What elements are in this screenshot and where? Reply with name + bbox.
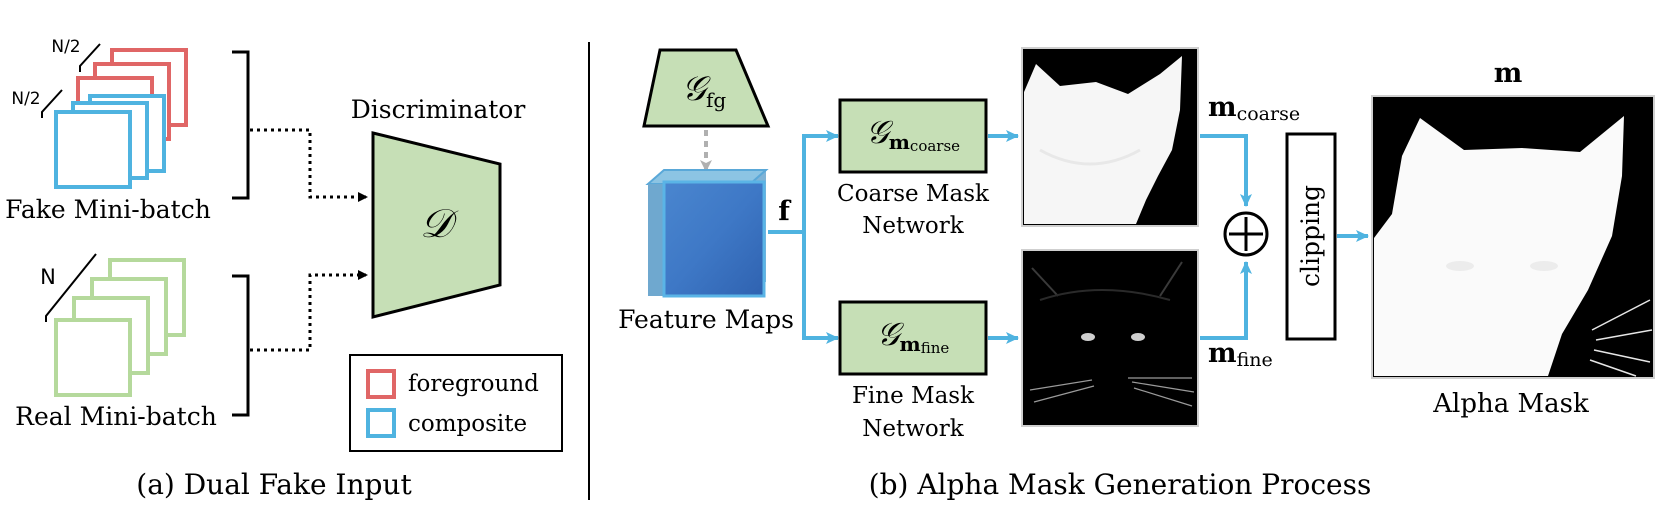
fake-count-bottom: N/2	[11, 89, 40, 109]
feature-maps-label: Feature Maps	[618, 305, 794, 334]
real-minibatch-label: Real Mini-batch	[15, 402, 217, 431]
legend-composite-label: composite	[408, 411, 527, 437]
coarse-net-label-line2: Network	[862, 213, 965, 239]
fake-composite-stack	[54, 94, 166, 189]
m-output-label: m	[1494, 58, 1523, 89]
alpha-mask-image	[1371, 95, 1655, 379]
fake-to-discriminator-arrow	[250, 128, 368, 202]
fake-minibatch-label: Fake Mini-batch	[5, 195, 211, 224]
generator-fg-label: 𝒢fg	[682, 69, 727, 112]
legend-foreground-label: foreground	[408, 371, 539, 397]
feature-maps-cube	[645, 169, 769, 298]
coarse-net-label-line1: Coarse Mask	[837, 181, 990, 207]
m-coarse-label: mcoarse	[1208, 92, 1300, 125]
f-symbol: f	[778, 196, 792, 227]
alpha-mask-label: Alpha Mask	[1432, 389, 1589, 419]
coarse-to-sum-arrow	[1200, 134, 1252, 207]
panel-a: N/2 N/2 Fake Mini-batch N Real Mini-batc…	[5, 37, 563, 501]
real-bracket	[232, 274, 250, 417]
fine-net-label-line1: Fine Mask	[852, 383, 975, 409]
clipping-label: clipping	[1296, 185, 1325, 287]
fine-mask-network	[838, 300, 988, 376]
f-to-coarse-arrow	[802, 130, 839, 232]
caption-a: (a) Dual Fake Input	[136, 468, 412, 501]
clipping-box	[1285, 132, 1337, 341]
real-to-discriminator-arrow	[250, 270, 368, 352]
real-count: N	[40, 265, 56, 289]
legend-foreground-swatch	[366, 369, 396, 399]
panel-b: 𝒢fg Feature Maps f 𝒢mcoarse Coarse Mask …	[618, 47, 1655, 501]
m-fine-label: mfine	[1208, 338, 1273, 371]
discriminator-title: Discriminator	[351, 95, 526, 124]
real-stack	[54, 258, 186, 397]
generator-fg-shape	[642, 48, 771, 128]
fine-to-sum-arrow	[1200, 261, 1252, 340]
coarse-mask-network	[838, 98, 988, 174]
fake-count-top: N/2	[51, 37, 80, 57]
caption-b: (b) Alpha Mask Generation Process	[869, 468, 1372, 501]
f-to-fine-arrow	[802, 232, 839, 344]
discriminator-shape	[371, 131, 502, 319]
fine-mask-image	[1021, 249, 1199, 427]
sum-operator	[1223, 211, 1269, 257]
legend: foreground composite	[349, 354, 563, 452]
coarse-mask-image	[1021, 47, 1199, 227]
fine-net-label-line2: Network	[862, 416, 965, 442]
legend-composite-swatch	[366, 408, 396, 438]
coarse-net-symbol: 𝒢mcoarse	[866, 113, 960, 155]
fake-bracket	[232, 50, 250, 200]
